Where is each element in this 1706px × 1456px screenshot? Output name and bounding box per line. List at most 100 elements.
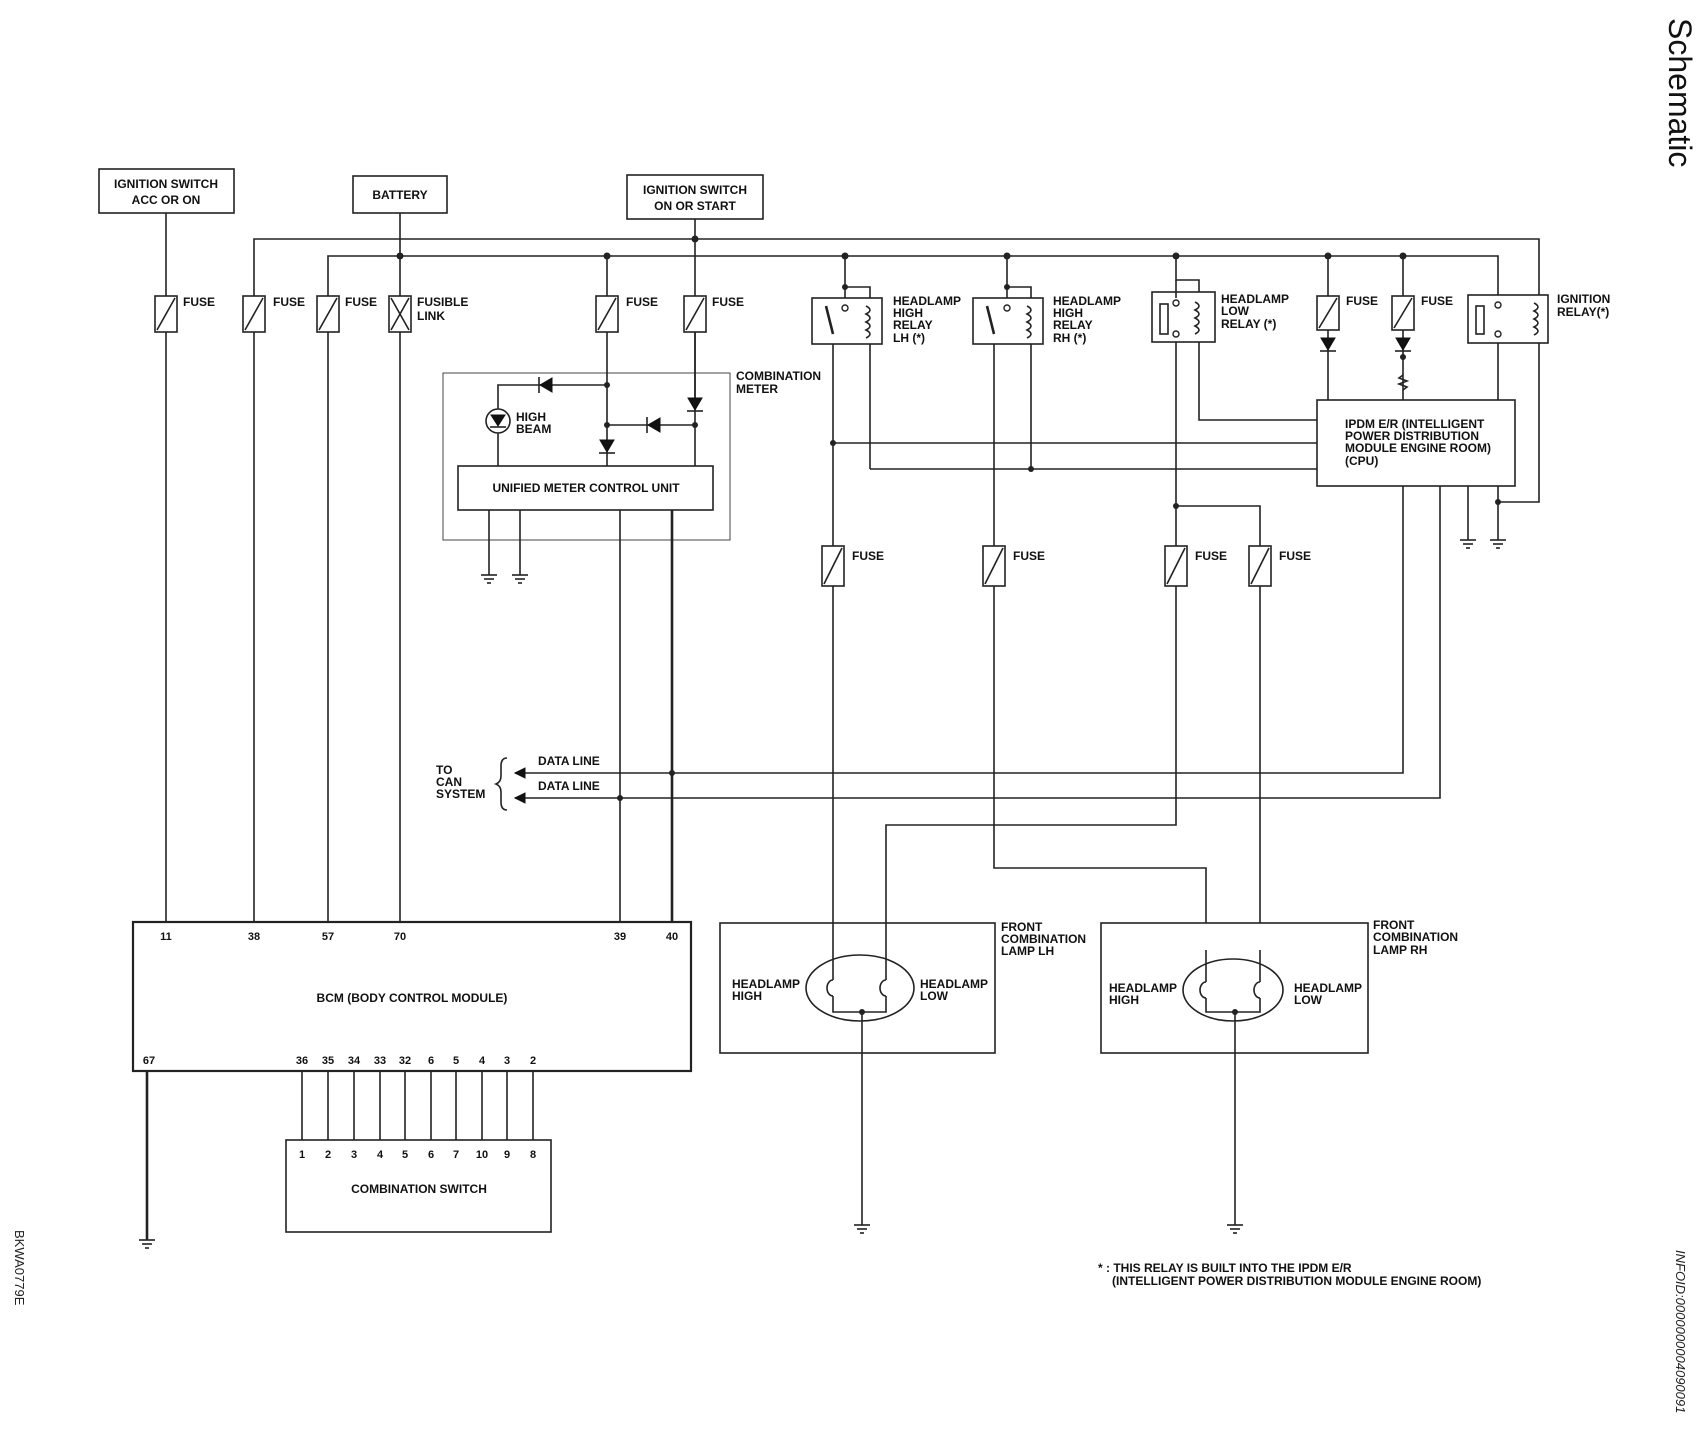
relay-high-lh: HEADLAMP HIGH RELAY LH (*) <box>811 256 961 546</box>
bcm-pin-70: 70 <box>394 931 406 943</box>
switch-pin-3: 3 <box>351 1149 357 1161</box>
switch-pin-6: 6 <box>428 1149 434 1161</box>
footnote-line1: * : THIS RELAY IS BUILT INTO THE IPDM E/… <box>1098 1261 1352 1275</box>
lamp-lh-line2: COMBINATION <box>1001 932 1086 946</box>
switch-pin-8: 8 <box>530 1149 536 1161</box>
can-label-line2: CAN <box>436 775 462 789</box>
fuse-label-6: FUSE <box>712 295 744 309</box>
ground-icon <box>139 1239 155 1249</box>
bcm-pin-35: 35 <box>322 1055 334 1067</box>
relay-high-rh-line3: RELAY <box>1053 318 1093 332</box>
ground-icon <box>481 574 497 584</box>
relay-high-lh-line4: LH (*) <box>893 331 925 345</box>
front-combination-lamp-lh: FRONT COMBINATION LAMP LH HEADLAMP HIGH … <box>719 920 1086 1234</box>
ipdm-line4: (CPU) <box>1345 454 1378 468</box>
source-ign-start-line1: IGNITION SWITCH <box>643 183 747 197</box>
ground-icon <box>1490 539 1506 549</box>
ground-icon <box>512 574 528 584</box>
combination-meter-line2: METER <box>736 382 778 396</box>
combination-switch-label: COMBINATION SWITCH <box>351 1182 487 1196</box>
ipdm-fuses: FUSE FUSE <box>1316 256 1453 400</box>
relay-high-lh-line1: HEADLAMP <box>893 294 961 308</box>
ignition-relay: IGNITION RELAY(*) <box>1467 292 1610 400</box>
relay-high-lh-line3: RELAY <box>893 318 933 332</box>
switch-pin-10: 10 <box>476 1149 488 1161</box>
source-battery: BATTERY <box>352 175 448 214</box>
front-combination-lamp-rh: FRONT COMBINATION LAMP RH HEADLAMP HIGH … <box>1100 918 1458 1234</box>
bcm-module: 11 38 57 70 39 40 BCM (BODY CONTROL MODU… <box>131 920 693 1249</box>
source-battery-label: BATTERY <box>372 188 427 202</box>
bcm-pin-38: 38 <box>248 931 260 943</box>
relay-low-line2: LOW <box>1221 304 1250 318</box>
source-ign-acc: IGNITION SWITCH ACC OR ON <box>98 168 235 214</box>
bcm-pin-6: 6 <box>428 1055 434 1067</box>
bcm-pin-36: 36 <box>296 1055 308 1067</box>
data-line-label-1: DATA LINE <box>538 754 600 768</box>
source-ign-start-line2: ON OR START <box>654 199 736 213</box>
ground-icon <box>1460 539 1476 549</box>
source-ign-start: IGNITION SWITCH ON OR START <box>626 174 764 220</box>
ground-icon <box>1227 1224 1243 1234</box>
lamp-lh-high-line1: HEADLAMP <box>732 977 800 991</box>
bcm-pin-33: 33 <box>374 1055 386 1067</box>
switch-pin-1: 1 <box>299 1149 305 1161</box>
fuse-label-9: FUSE <box>852 549 884 563</box>
bcm-pin-3: 3 <box>504 1055 510 1067</box>
switch-pin-4: 4 <box>377 1149 384 1161</box>
source-ign-acc-line1: IGNITION SWITCH <box>114 177 218 191</box>
ipdm-line2: POWER DISTRIBUTION <box>1345 429 1479 443</box>
lamp-lh-low-line1: HEADLAMP <box>920 977 988 991</box>
bcm-pin-11: 11 <box>160 931 172 943</box>
combination-meter-line1: COMBINATION <box>736 369 821 383</box>
fuse-label-3: FUSE <box>345 295 377 309</box>
ign-relay-line2: RELAY(*) <box>1557 305 1609 319</box>
source-ign-acc-line2: ACC OR ON <box>132 193 201 207</box>
lamp-fuses: FUSE FUSE FUSE FUSE <box>821 503 1311 950</box>
bcm-pin-67: 67 <box>143 1055 155 1067</box>
can-label-line3: SYSTEM <box>436 787 485 801</box>
bcm-pin-32: 32 <box>399 1055 411 1067</box>
lamp-lh-line3: LAMP LH <box>1001 944 1054 958</box>
bcm-pin-2: 2 <box>530 1055 536 1067</box>
ipdm-line1: IPDM E/R (INTELLIGENT <box>1345 417 1485 431</box>
fuse-label-7: FUSE <box>1346 294 1378 308</box>
bcm-pin-57: 57 <box>322 931 334 943</box>
relay-high-rh-line1: HEADLAMP <box>1053 294 1121 308</box>
lamp-rh-low-line2: LOW <box>1294 993 1323 1007</box>
bcm-pin-4: 4 <box>479 1055 486 1067</box>
ign-relay-line1: IGNITION <box>1557 292 1610 306</box>
lamp-rh-line3: LAMP RH <box>1373 943 1427 957</box>
lamp-rh-line2: COMBINATION <box>1373 930 1458 944</box>
headlamp-bulb-icon <box>1182 958 1284 1022</box>
ipdm-line3: MODULE ENGINE ROOM) <box>1345 441 1491 455</box>
bcm-pin-39: 39 <box>614 931 626 943</box>
bcm-pin-34: 34 <box>348 1055 361 1067</box>
fuse-label-5: FUSE <box>626 295 658 309</box>
fusible-link-line2: LINK <box>417 309 445 323</box>
ipdm-module: IPDM E/R (INTELLIGENT POWER DISTRIBUTION… <box>515 399 1516 799</box>
high-beam-line1: HIGH <box>516 410 546 424</box>
relay-high-rh-line2: HIGH <box>1053 306 1083 320</box>
high-beam-line2: BEAM <box>516 422 551 436</box>
switch-pin-9: 9 <box>504 1149 510 1161</box>
relay-high-rh: HEADLAMP HIGH RELAY RH (*) <box>972 256 1121 546</box>
bcm-pin-40: 40 <box>666 931 678 943</box>
lamp-lh-low-line2: LOW <box>920 989 949 1003</box>
unified-meter-label: UNIFIED METER CONTROL UNIT <box>492 481 680 495</box>
relay-low: HEADLAMP LOW RELAY (*) <box>1151 256 1317 546</box>
ground-icon <box>854 1224 870 1234</box>
top-fuses: FUSE FUSE FUSE FUSIBLE LINK FUSE FUSE <box>154 256 744 333</box>
lamp-rh-low-line1: HEADLAMP <box>1294 981 1362 995</box>
combination-meter: COMBINATION METER HIGH BEAM UNIFIED METE… <box>442 332 821 930</box>
can-system: DATA LINE DATA LINE TO CAN SYSTEM <box>436 754 675 811</box>
data-line-label-2: DATA LINE <box>538 779 600 793</box>
bcm-label: BCM (BODY CONTROL MODULE) <box>317 991 508 1005</box>
relay-low-line3: RELAY (*) <box>1221 317 1276 331</box>
fuse-label-12: FUSE <box>1279 549 1311 563</box>
relay-low-line1: HEADLAMP <box>1221 292 1289 306</box>
fuse-label-2: FUSE <box>273 295 305 309</box>
footnote: * : THIS RELAY IS BUILT INTO THE IPDM E/… <box>1098 1261 1481 1288</box>
